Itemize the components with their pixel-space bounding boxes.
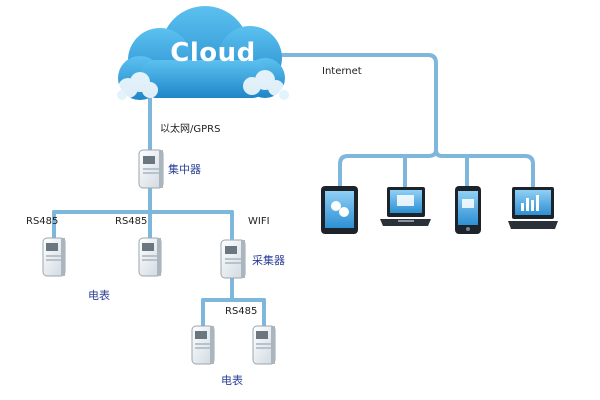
monitor-icon xyxy=(508,187,558,229)
branch-middle-label: RS485 xyxy=(115,216,148,227)
laptop-icon xyxy=(380,187,431,226)
collector-label: 采集器 xyxy=(252,254,285,267)
tablet-icon xyxy=(321,186,358,234)
cloud-icon xyxy=(117,6,289,100)
electric-meter-icon xyxy=(191,325,215,365)
electric-meter-icon xyxy=(42,237,66,277)
branch-left-label: RS485 xyxy=(26,216,59,227)
uplink-label: 以太网/GPRS xyxy=(160,124,221,135)
collector-icon xyxy=(220,239,246,279)
meters-bottom-label: 电表 xyxy=(221,374,243,387)
sub-branch-label: RS485 xyxy=(225,306,258,317)
internet-to-tablet xyxy=(338,148,438,188)
concentrator-icon xyxy=(138,149,164,189)
cloud-label: Cloud xyxy=(170,38,256,68)
phone-icon xyxy=(455,186,481,234)
meters-top-label: 电表 xyxy=(88,289,110,302)
internet-link xyxy=(263,53,535,188)
connection-lines xyxy=(52,53,535,328)
electric-meter-icon xyxy=(252,325,276,365)
internet-label: Internet xyxy=(322,66,362,77)
branch-right-label: WIFI xyxy=(248,216,270,227)
concentrator-label: 集中器 xyxy=(168,163,201,176)
electric-meter-icon xyxy=(138,237,162,277)
